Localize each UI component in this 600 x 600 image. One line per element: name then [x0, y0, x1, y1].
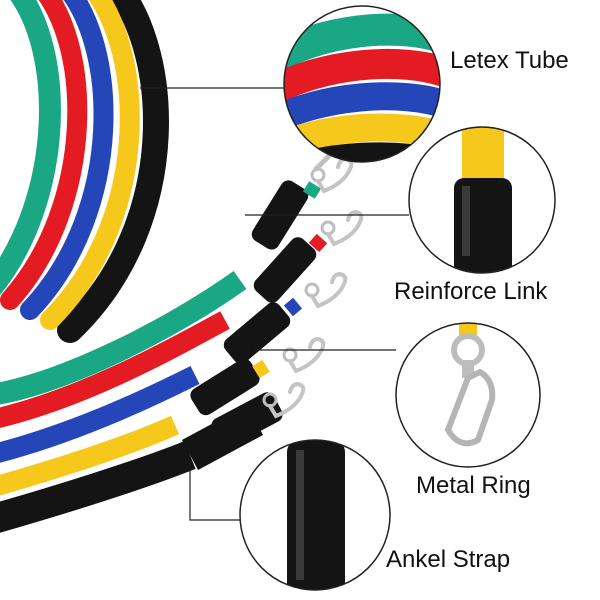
latex-tube-closeup	[283, 5, 441, 163]
leader-lines	[140, 87, 409, 521]
reinforce-link-label: Reinforce Link	[394, 278, 548, 305]
latex-tube-label: Letex Tube	[450, 47, 569, 74]
ankle-strap-label: Ankel Strap	[386, 546, 511, 573]
metal-ring-label: Metal Ring	[416, 472, 531, 499]
reinforce-link-closeup	[408, 126, 556, 274]
metal-ring-closeup	[395, 322, 541, 468]
resistance-tubes	[0, 0, 169, 343]
ankle-strap-closeup	[239, 439, 391, 591]
